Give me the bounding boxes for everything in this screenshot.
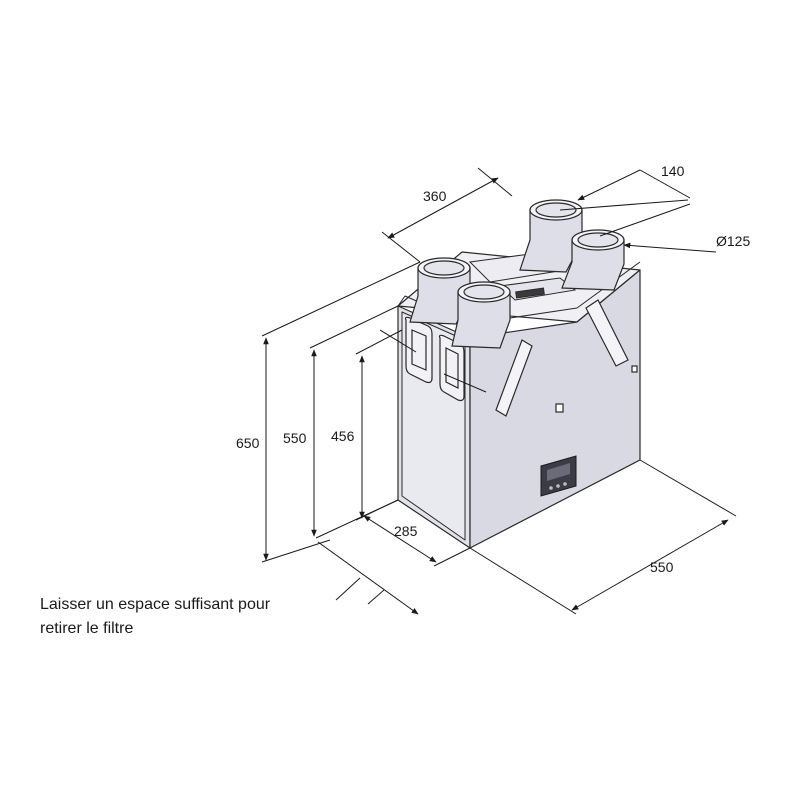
dim-line-360 [387, 177, 499, 239]
duct-back-right [561, 229, 625, 291]
dim-leader-125 [623, 242, 717, 253]
dim-label-125: Ø125 [716, 233, 750, 249]
side-panel-details [495, 299, 638, 417]
dim-line-285 [363, 515, 437, 563]
dimension-lines [261, 167, 737, 615]
dim-label-456: 456 [331, 428, 355, 444]
duct-front-right [451, 281, 511, 349]
dim-label-550-length: 550 [650, 559, 674, 575]
note-line-2: retirer le filtre [40, 620, 134, 637]
dim-line-550-length [571, 519, 729, 611]
duct-front-left [409, 257, 471, 325]
dim-line-140 [577, 169, 641, 201]
unit-side-face [469, 269, 641, 549]
filter-clearance-note: Laisser un espace suffisant pour retirer… [40, 593, 370, 641]
filter-clearance-arrow [317, 541, 419, 615]
dim-label-550-vertical: 550 [283, 430, 307, 446]
dim-label-285: 285 [394, 523, 418, 539]
note-line-1: Laisser un espace suffisant pour [40, 596, 271, 613]
dim-label-140: 140 [661, 163, 685, 179]
front-handles [404, 316, 465, 402]
dim-label-360: 360 [423, 188, 447, 204]
dim-label-650: 650 [236, 435, 260, 451]
duct-back-left [519, 199, 583, 273]
control-panel [540, 455, 577, 497]
